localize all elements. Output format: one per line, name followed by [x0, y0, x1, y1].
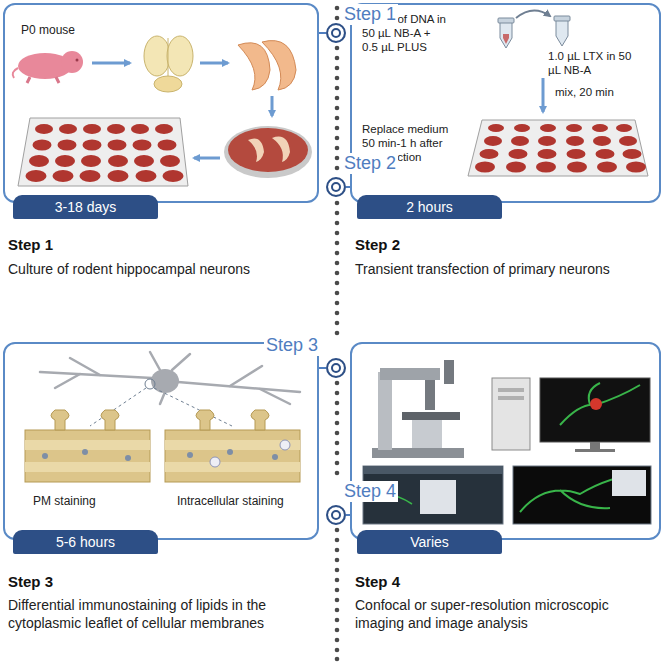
step-text: Step 4	[355, 573, 400, 591]
step-text: Differential immunostaining of lipids in…	[8, 596, 316, 632]
step-text: Culture of rodent hippocampal neurons	[8, 260, 318, 278]
step-text: PM staining	[33, 494, 96, 509]
step-text: Step 2	[355, 236, 400, 254]
step-panel: Step 4Confocal or super-resolution micro…	[350, 342, 661, 540]
duration-tab: 2 hours	[357, 195, 502, 219]
dotted-timeline	[335, 6, 340, 662]
timeline-marker: Step 3	[326, 358, 346, 378]
transfection-illustration	[468, 10, 648, 176]
duration-tab: 5-6 hours	[13, 530, 158, 554]
step-label: Step 2	[342, 153, 398, 174]
step-text: Step 3	[8, 573, 53, 591]
step-text: P0 mouse	[21, 23, 75, 38]
staining-illustration	[25, 352, 300, 482]
step-label: Step 4	[342, 481, 398, 502]
step-text: mix, 20 min	[555, 85, 614, 99]
step-connector	[319, 32, 326, 34]
step-label: Step 3	[264, 335, 320, 356]
duration-tab: Varies	[357, 530, 502, 554]
timeline-marker: Step 4	[326, 505, 346, 525]
imaging-illustration	[363, 360, 651, 524]
culture-illustration	[13, 36, 312, 186]
duration-text: 3-18 days	[13, 195, 158, 219]
duration-text: Varies	[357, 530, 502, 554]
step-panel: P0 mouseStep 1Culture of rodent hippocam…	[3, 3, 319, 203]
step-text: Confocal or super-resolution microscopic…	[355, 596, 655, 632]
step-text: Intracellular staining	[177, 494, 284, 509]
duration-text: 2 hours	[357, 195, 502, 219]
step-text: 1.0 µL LTX in 50 µL NB-A	[548, 49, 636, 77]
duration-text: 5-6 hours	[13, 530, 158, 554]
step-text: Step 1	[8, 236, 53, 254]
timeline-marker: Step 2	[326, 177, 346, 197]
step-panel: PM stainingIntracellular stainingStep 3D…	[3, 342, 319, 540]
duration-tab: 3-18 days	[13, 195, 158, 219]
timeline-marker: Step 1	[326, 23, 346, 43]
step-label: Step 1	[342, 4, 398, 25]
step-text: Transient transfection of primary neuron…	[355, 260, 660, 278]
step-connector	[319, 367, 326, 369]
